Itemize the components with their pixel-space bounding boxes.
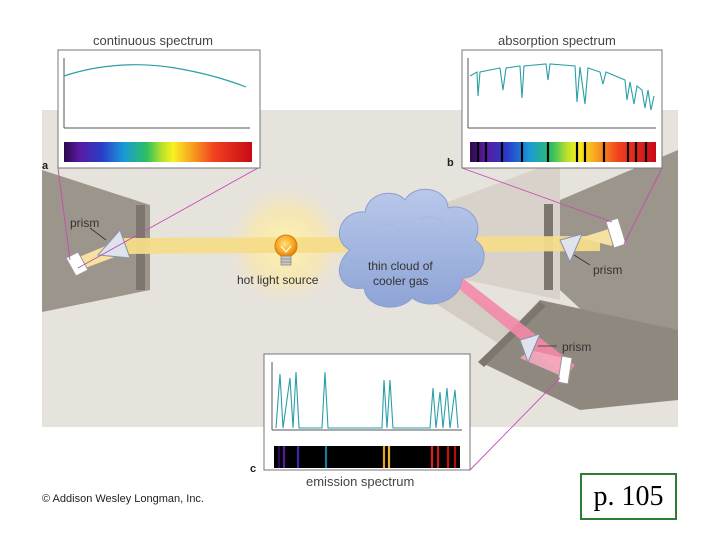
prism-icon xyxy=(96,229,131,259)
absorption-spectrum-title: absorption spectrum xyxy=(498,33,616,48)
page-reference: p. 105 xyxy=(580,473,677,520)
cloud-label-line2: cooler gas xyxy=(373,274,429,288)
continuous-spectrum-title: continuous spectrum xyxy=(93,33,213,48)
bottom-wall xyxy=(480,300,678,410)
left-wall xyxy=(42,170,150,312)
emission-beam xyxy=(452,276,575,377)
right-detector xyxy=(605,217,627,249)
panel-letter-c: c xyxy=(250,463,257,475)
copyright-text: © Addison Wesley Longman, Inc. xyxy=(42,493,204,505)
emission-strip xyxy=(274,446,460,468)
bottom-slit-screen xyxy=(478,302,546,367)
prism-label-bottom: prism xyxy=(562,340,592,354)
panel-letter-a: a xyxy=(42,160,49,172)
emission-spectrum-title: emission spectrum xyxy=(306,474,415,489)
bottom-detector xyxy=(557,355,573,385)
prism-icon xyxy=(559,233,583,264)
prism-label-left: prism xyxy=(70,216,100,230)
cloud-label-line1: thin cloud of xyxy=(368,259,433,273)
prism-icon xyxy=(519,333,541,364)
cloud-icon xyxy=(338,188,485,308)
panel-letter-b: b xyxy=(447,157,454,169)
left-detector xyxy=(65,251,89,277)
absorption-strip xyxy=(470,142,656,162)
hot-light-source-label: hot light source xyxy=(237,273,319,287)
continuous-strip xyxy=(64,142,252,162)
bulb-icon xyxy=(274,234,298,266)
prism-label-right: prism xyxy=(593,263,623,277)
